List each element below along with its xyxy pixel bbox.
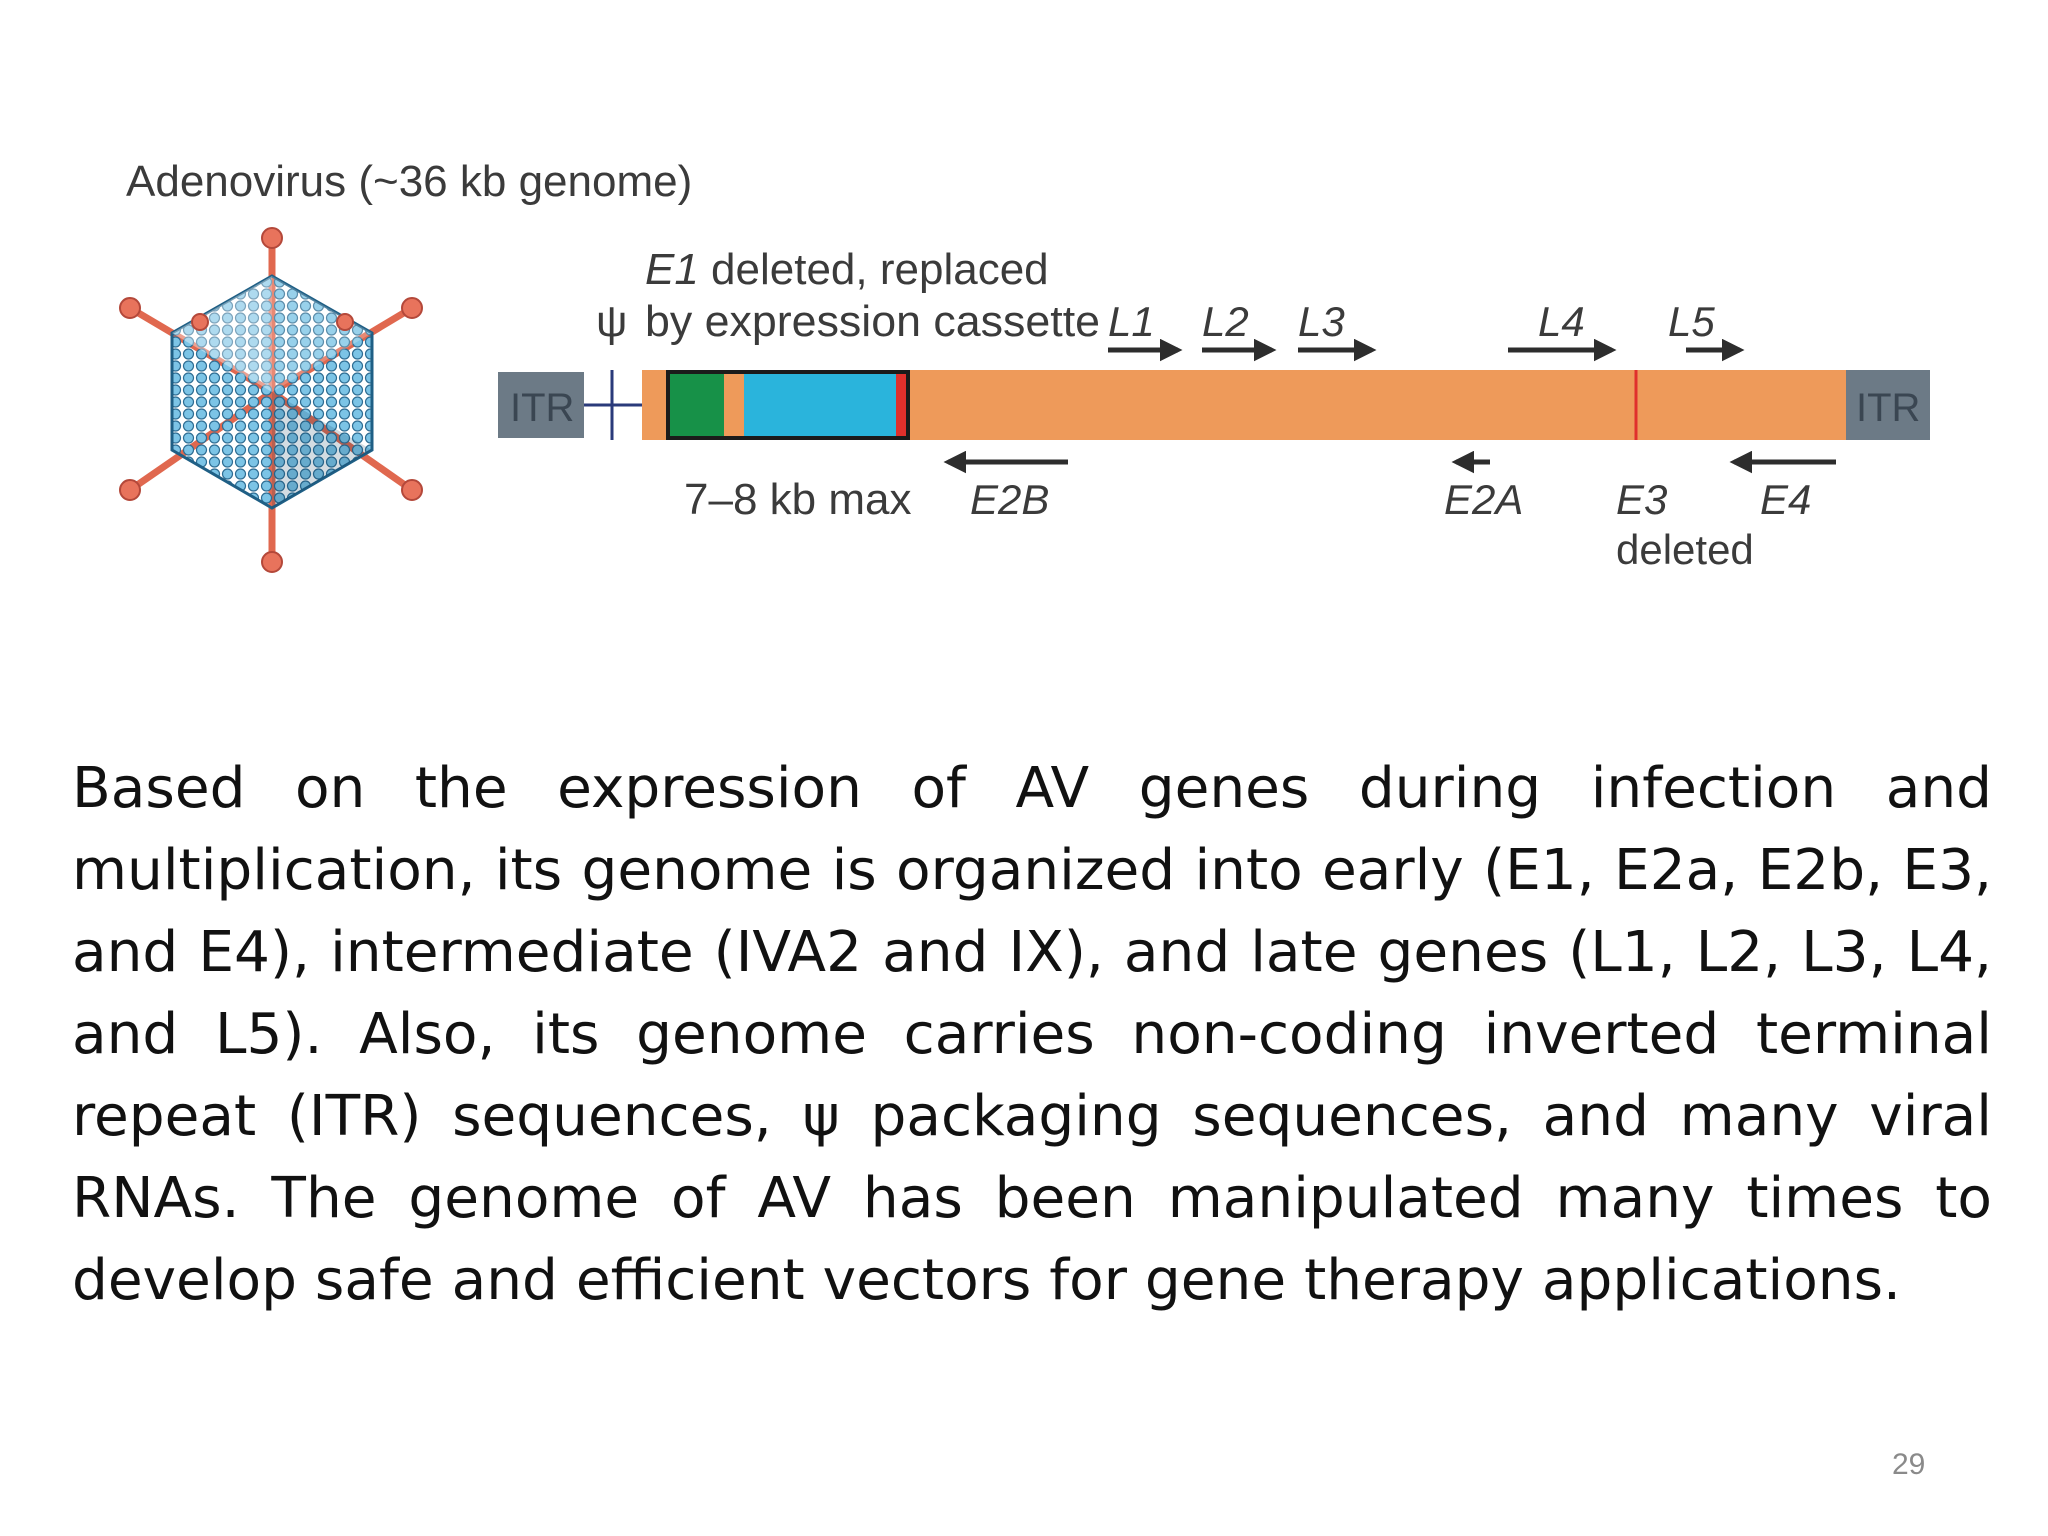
- fiber-knobs: [119, 227, 423, 573]
- itr-left-block: [498, 372, 584, 438]
- page-number: 29: [1892, 1448, 1926, 1481]
- cassette-outline: [666, 370, 910, 440]
- adenovirus-genome-diagram: Adenovirus (~36 kb genome): [119, 157, 1930, 573]
- body-paragraph: Based on the expression of AV genes duri…: [72, 756, 1992, 1313]
- e3-deleted-label: deleted: [1616, 526, 1754, 573]
- e1-gene-label: E1: [645, 245, 699, 294]
- gene-label-l3: L3: [1298, 298, 1345, 345]
- cassette-green-segment: [668, 372, 724, 438]
- psi-symbol: ψ: [596, 297, 627, 346]
- itr-left-label: ITR: [510, 386, 574, 430]
- itr-right-block: [1846, 370, 1930, 440]
- gene-label-l1: L1: [1108, 298, 1155, 345]
- gene-label-l4: L4: [1538, 298, 1585, 345]
- capacity-label: 7–8 kb max: [684, 475, 911, 524]
- gene-label-e3: E3: [1616, 476, 1667, 523]
- e1-deleted-text: deleted, replaced: [699, 245, 1049, 294]
- gene-label-e2a: E2A: [1444, 476, 1523, 523]
- virus-particle-icon: [119, 227, 423, 573]
- capsid-icon: [170, 274, 374, 510]
- diagram-title: Adenovirus (~36 kb genome): [126, 157, 692, 206]
- cassette-red-segment: [896, 372, 908, 438]
- genome-map: ITR ITR: [498, 370, 1930, 440]
- gene-label-e2b: E2B: [970, 476, 1049, 523]
- cassette-blue-segment: [744, 372, 896, 438]
- itr-right-label: ITR: [1856, 386, 1920, 430]
- gene-label-l5: L5: [1668, 298, 1715, 345]
- gene-label-l2: L2: [1202, 298, 1249, 345]
- expression-cassette: [666, 370, 910, 440]
- gene-label-e4: E4: [1760, 476, 1811, 523]
- cassette-label: by expression cassette: [645, 297, 1100, 346]
- e1-deleted-label: E1 deleted, replaced: [645, 245, 1049, 294]
- late-genes: L1 L2 L3 L4 L5: [1108, 298, 1715, 345]
